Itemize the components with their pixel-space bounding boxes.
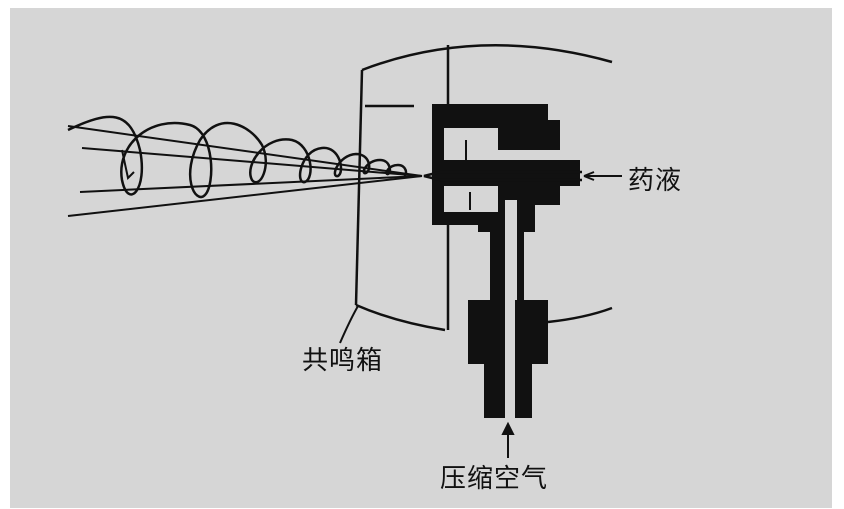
resonator-label: 共鸣箱 — [302, 346, 384, 376]
spiral-wave — [67, 115, 408, 199]
cavity-marks — [465, 140, 471, 210]
liquid-label: 药液 — [628, 166, 683, 196]
figure-background — [10, 8, 832, 508]
compressed-air-label: 压缩空气 — [440, 464, 549, 494]
pointer-lines — [339, 171, 622, 458]
resonator-pointer — [339, 305, 359, 344]
spiral-inner-mark — [121, 149, 135, 181]
resonator-box — [354, 44, 613, 332]
air-channel — [505, 300, 515, 418]
liquid-inlet-tube — [423, 170, 582, 182]
